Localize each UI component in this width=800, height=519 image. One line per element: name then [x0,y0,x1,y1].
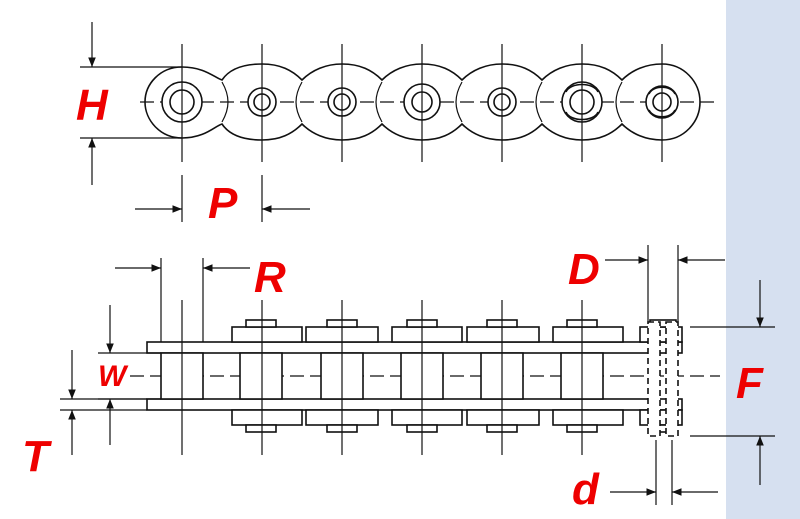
label-p: P [208,179,238,228]
inner-plate [391,409,463,426]
waist-line [535,81,543,123]
inner-plate [552,409,624,426]
connecting-pin [647,321,679,437]
label-h: H [76,81,108,130]
waist-line [455,81,463,123]
waist-line [375,81,383,123]
plate-bottom-outer [146,398,683,411]
plan-pin-center-lines [181,300,583,455]
r-dimension [115,258,250,342]
t-dimension [60,350,147,455]
inner-plate [231,409,303,426]
inner-plate [391,326,463,343]
side-panel [726,0,800,519]
waist-line [615,81,623,123]
label-f: F [736,359,763,408]
label-t: T [22,432,49,481]
f-dimension [690,280,775,485]
label-w: W [98,360,127,393]
waist-line [295,81,303,123]
label-r: R [254,253,286,302]
inner-plate [552,326,624,343]
label-d-upper: D [568,245,600,294]
label-d-lower: d [572,465,599,514]
d-upper-dimension [605,245,725,322]
inner-plate [231,326,303,343]
roller [239,352,283,400]
plate-top-outer [146,341,683,354]
pin-center-lines [181,44,663,162]
p-dimension [135,175,310,222]
h-dimension [80,22,182,185]
inner-plate [466,326,540,343]
d-lower-dimension [610,440,718,505]
inner-plate [466,409,540,426]
pin-cap [245,319,277,328]
chain-side-view [80,22,720,222]
pin-cap [245,424,277,433]
chain-top-view [60,245,775,505]
